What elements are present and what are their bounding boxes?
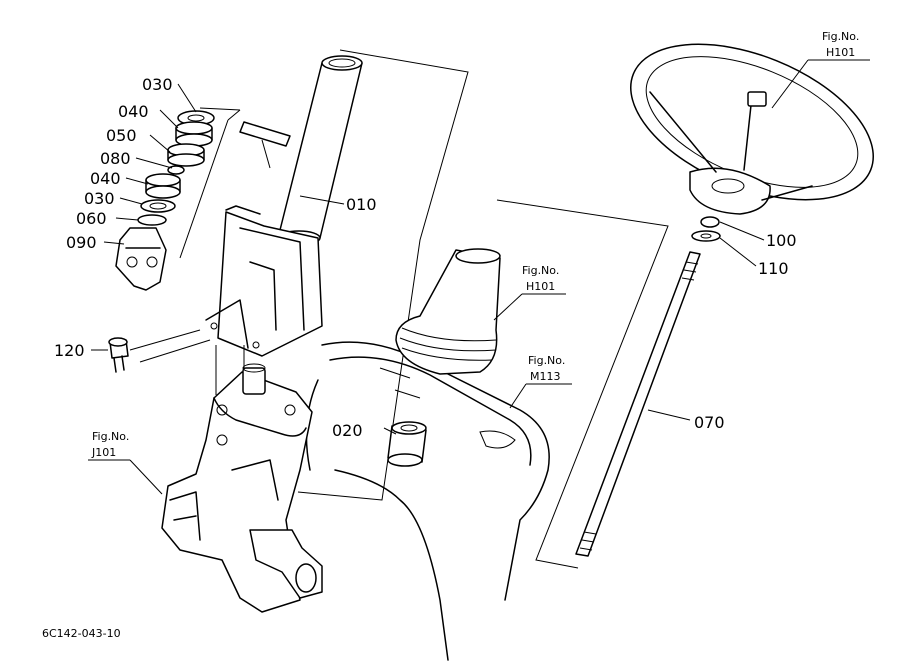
callout-040-top: 040 [118,102,149,121]
leader-lines [88,59,870,495]
figure-references: Fig.No. H101 Fig.No. H101 Fig.No. M113 F… [91,30,859,459]
figref-pump-number: J101 [91,446,116,459]
callout-050: 050 [106,126,137,145]
callout-020: 020 [332,421,363,440]
callout-120: 120 [54,341,85,360]
figref-panel-number: M113 [530,370,561,383]
column-bracket [205,205,323,357]
figref-panel-label: Fig.No. [528,354,565,367]
steering-column-tube [239,55,363,246]
callout-030-bottom: 030 [84,189,115,208]
figref-pump-label: Fig.No. [92,430,129,443]
steering-shaft-drawing [575,251,701,557]
dashboard-panel-drawing [305,341,550,661]
figref-cover-number: H101 [526,280,555,293]
callout-060: 060 [76,209,107,228]
boundary-frames [179,49,669,569]
nut-washer-drawing [691,216,721,242]
callout-070: 070 [694,413,725,432]
bolt-120-drawing [108,329,211,373]
part-callouts: 030 040 050 080 040 030 060 090 010 120 … [54,75,797,440]
collar-020-drawing [387,421,427,467]
steering-wheel-drawing [630,43,874,215]
column-boot-drawing [395,248,501,375]
callout-080: 080 [100,149,131,168]
callout-030-top: 030 [142,75,173,94]
figref-wheel-number: H101 [826,46,855,59]
callout-110: 110 [758,259,789,278]
callout-100: 100 [766,231,797,250]
callout-040-bottom: 040 [90,169,121,188]
steering-pump-drawing [161,345,323,613]
bearing-stack-drawing [137,107,241,226]
drawing-code: 6C142-043-10 [42,627,121,640]
callout-010: 010 [346,195,377,214]
figref-wheel-label: Fig.No. [822,30,859,43]
universal-joint-drawing [115,227,167,291]
callout-090: 090 [66,233,97,252]
figref-cover-label: Fig.No. [522,264,559,277]
